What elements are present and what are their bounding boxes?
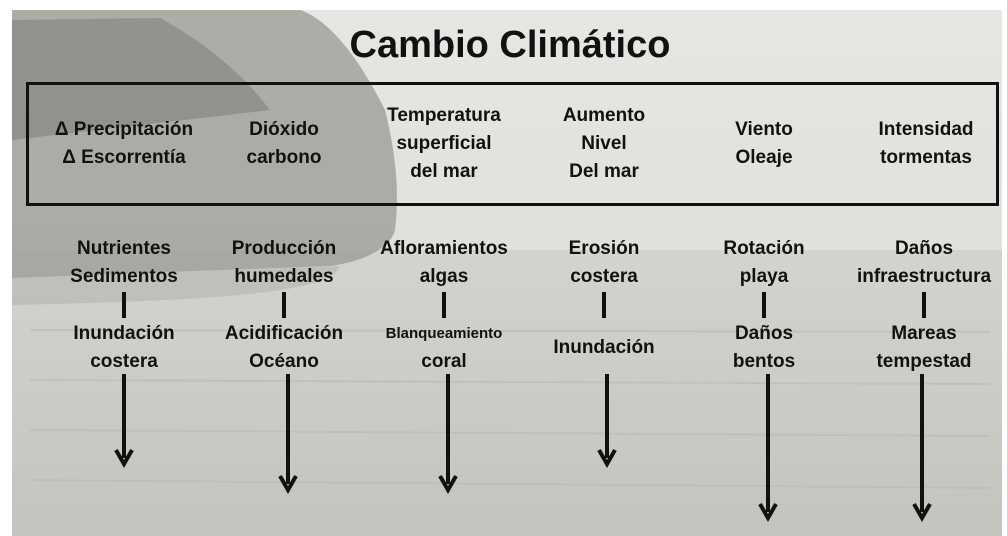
connector-bar-3	[442, 292, 446, 318]
effect-coastal-erosion: Erosión costera	[519, 235, 689, 291]
driver-carbon-dioxide: Dióxido carbono	[199, 116, 369, 172]
driver-sea-surface-temperature: Temperatura superficial del mar	[359, 102, 529, 186]
effect-flooding-line-1: Inundación	[73, 323, 175, 344]
forest-canopy	[12, 18, 270, 140]
effect-flooding-single-line: Inundación	[553, 337, 655, 358]
connector-bar-2	[282, 292, 286, 318]
diagram-title: Cambio Climático	[349, 24, 671, 66]
driver-storm-line-2: tormentas	[880, 147, 972, 168]
effect-infrastructure-damage: Daños infraestructura	[839, 235, 1007, 291]
effect-erosion-line-1: Erosión	[568, 238, 640, 259]
driver-sst-line-2: superficial	[396, 133, 492, 154]
driver-precipitation: Δ Precipitación Δ Escorrentía	[39, 116, 209, 172]
driver-wind-line-1: Viento	[735, 119, 793, 140]
connector-bar-4	[602, 292, 606, 318]
driver-wind-line-2: Oleaje	[735, 147, 793, 168]
effect-algal-blooms: Afloramientos algas	[359, 235, 529, 291]
effect-flooding: Inundación	[519, 334, 689, 362]
effect-nutrients-line-2: Sedimentos	[70, 266, 178, 287]
effect-wetland-line-1: Producción	[231, 238, 337, 259]
effect-coastal-flooding: Inundación costera	[39, 320, 209, 376]
driver-sst-line-1: Temperatura	[387, 105, 501, 126]
effect-storm-surge: Mareas tempestad	[839, 320, 1007, 376]
effect-infrastructure-line-1: Daños	[894, 238, 954, 259]
driver-precipitation-line-2: Δ Escorrentía	[62, 147, 186, 168]
effect-algae-line-2: algas	[419, 266, 469, 287]
connector-bar-1	[122, 292, 126, 318]
effect-beach-rotation: Rotación playa	[679, 235, 849, 291]
connector-bar-6	[922, 292, 926, 318]
effect-infrastructure-line-2: infraestructura	[856, 266, 992, 287]
connector-bar-5	[762, 292, 766, 318]
down-arrow-6	[912, 374, 932, 522]
driver-sea-level-line-2: Nivel	[581, 133, 627, 154]
forest-reflection	[12, 266, 340, 305]
driver-sst-line-3: del mar	[410, 161, 478, 182]
driver-storm-intensity: Intensidad tormentas	[841, 116, 1007, 172]
effect-benthic-line-2: bentos	[732, 351, 796, 372]
driver-storm-line-1: Intensidad	[878, 119, 974, 140]
effect-surge-line-1: Mareas	[891, 323, 957, 344]
down-arrow-4	[597, 374, 617, 468]
wave-lines	[29, 329, 991, 489]
down-arrow-5	[758, 374, 778, 522]
effect-benthic-line-1: Daños	[734, 323, 794, 344]
effect-flooding-line-2: costera	[90, 351, 158, 372]
effect-nutrients: Nutrientes Sedimentos	[39, 235, 209, 291]
effect-acidification-line-1: Acidificación	[224, 323, 344, 344]
effect-beach-line-2: playa	[739, 266, 789, 287]
effect-nutrients-line-1: Nutrientes	[77, 238, 171, 259]
down-arrow-3	[438, 374, 458, 494]
effect-bleaching-line-2: coral	[421, 351, 467, 372]
drivers-box	[26, 82, 999, 206]
effect-wetland-line-2: humedales	[234, 266, 334, 287]
effect-acidification-line-2: Océano	[249, 351, 319, 372]
effect-coral-bleaching: Blanqueamiento coral	[359, 320, 529, 376]
effect-surge-line-2: tempestad	[876, 351, 972, 372]
effect-wetland-production: Producción humedales	[199, 235, 369, 291]
effect-benthic-damage: Daños bentos	[679, 320, 849, 376]
driver-carbon-dioxide-line-1: Dióxido	[249, 119, 319, 140]
down-arrow-1	[114, 374, 134, 468]
driver-carbon-dioxide-line-2: carbono	[246, 147, 322, 168]
driver-precipitation-line-1: Δ Precipitación	[54, 119, 194, 140]
effect-ocean-acidification: Acidificación Océano	[199, 320, 369, 376]
driver-sea-level-rise: Aumento Nivel Del mar	[519, 102, 689, 186]
effect-beach-line-1: Rotación	[723, 238, 805, 259]
effect-bleaching-line-1: Blanqueamiento	[385, 325, 503, 342]
driver-sea-level-line-3: Del mar	[569, 161, 639, 182]
driver-sea-level-line-1: Aumento	[562, 105, 646, 126]
effect-algae-line-1: Afloramientos	[380, 238, 508, 259]
effect-erosion-line-2: costera	[570, 266, 638, 287]
driver-wind-waves: Viento Oleaje	[679, 116, 849, 172]
down-arrow-2	[278, 374, 298, 494]
